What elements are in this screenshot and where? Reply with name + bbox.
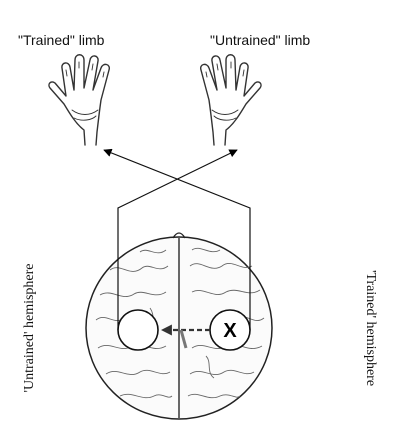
untrained-hemisphere-circle: [118, 310, 158, 350]
lesion-x-mark: X: [223, 320, 237, 342]
untrained-hand-icon: [201, 55, 261, 145]
trained-hand-icon: [49, 55, 109, 145]
untrained-hemisphere-label: 'Untrained' hemisphere: [22, 238, 38, 418]
trained-hemisphere-label: 'Trained' hemisphere: [362, 238, 378, 418]
